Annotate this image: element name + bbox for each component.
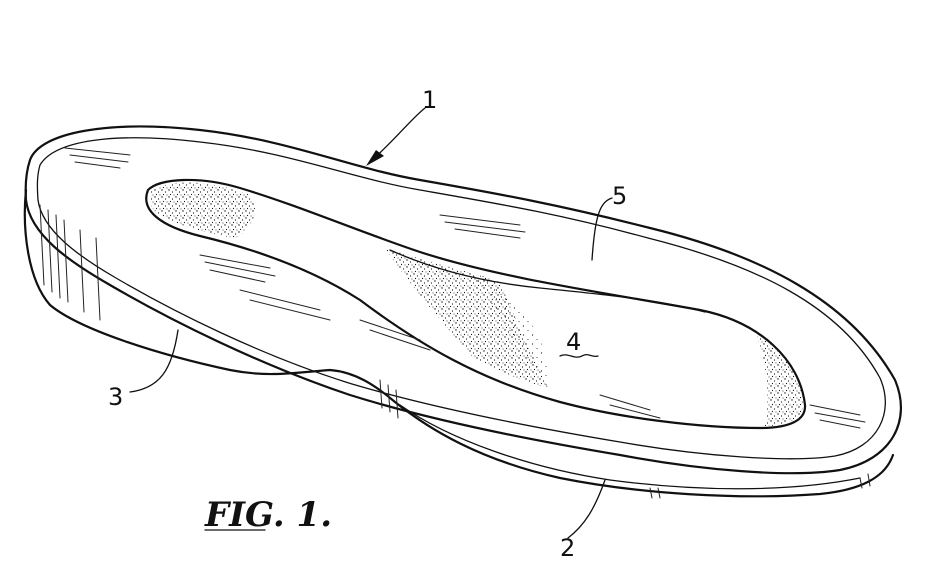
ref-label-2: 2 bbox=[560, 534, 575, 562]
leader-line-1 bbox=[371, 107, 426, 161]
leader-arrowhead-1 bbox=[366, 150, 384, 166]
toe-stipple-area bbox=[755, 330, 803, 426]
rim-hatching bbox=[64, 147, 866, 429]
sole-bottom-edge bbox=[399, 404, 861, 490]
ref-label-5: 5 bbox=[612, 182, 627, 210]
leader-line-2 bbox=[567, 479, 606, 539]
underline-4 bbox=[559, 353, 599, 358]
ref-label-3: 3 bbox=[108, 383, 123, 411]
ref-label-1: 1 bbox=[422, 86, 437, 114]
raised-ridge bbox=[389, 249, 706, 313]
sole-inner-rim bbox=[36, 137, 886, 460]
heel-stipple-area bbox=[150, 182, 255, 238]
leader-line-3 bbox=[129, 329, 179, 393]
light-stipple-area bbox=[470, 270, 549, 388]
figure-caption: FIG. 1. bbox=[204, 495, 332, 535]
arch-stipple-area bbox=[385, 248, 548, 388]
ref-label-4: 4 bbox=[566, 328, 581, 356]
footbed-cavity bbox=[145, 178, 807, 430]
heel-side-wall bbox=[23, 188, 895, 498]
leader-line-5 bbox=[591, 197, 613, 261]
sole-outer-rim bbox=[24, 125, 902, 475]
wall-hatching bbox=[39, 204, 871, 499]
